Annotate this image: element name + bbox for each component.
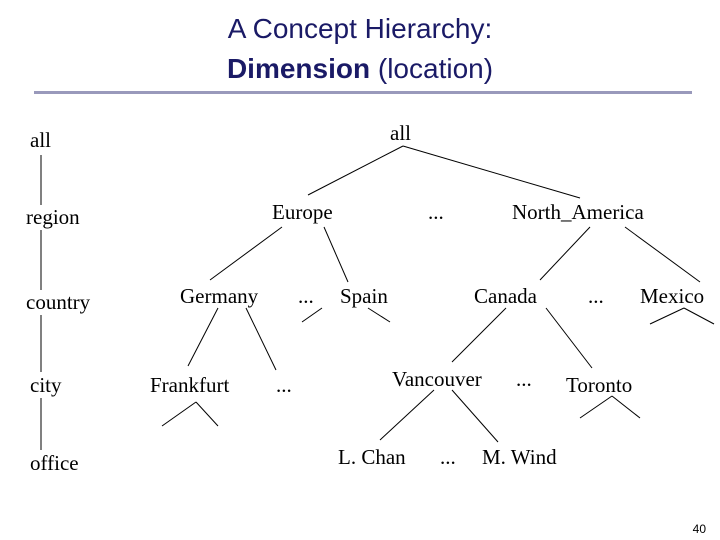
node-region-ellipsis: ... xyxy=(428,200,444,224)
node-vancouver: Vancouver xyxy=(392,367,482,391)
title-bold: Dimension xyxy=(226,53,371,84)
level-office: office xyxy=(30,451,79,475)
edge-all-north-america xyxy=(402,145,581,199)
node-europe: Europe xyxy=(272,200,333,224)
node-toronto: Toronto xyxy=(566,373,632,397)
edge-toronto-right xyxy=(611,395,641,419)
node-frankfurt: Frankfurt xyxy=(150,373,229,397)
page-number: 40 xyxy=(692,522,706,536)
edge-frankfurt-right xyxy=(195,401,219,427)
tree-edges xyxy=(161,145,715,443)
edge-frankfurt-left xyxy=(161,401,197,427)
node-mexico: Mexico xyxy=(640,284,704,308)
edge-spain-left xyxy=(301,307,323,323)
level-country: country xyxy=(26,290,91,314)
edge-na-mexico xyxy=(624,226,701,283)
edge-germany-ellipsis xyxy=(245,307,277,371)
title-underline xyxy=(34,91,692,94)
title-line-1: A Concept Hierarchy: xyxy=(227,13,493,44)
title-rest: (location) xyxy=(370,53,494,84)
node-all: all xyxy=(390,121,411,145)
node-m-wind: M. Wind xyxy=(482,445,557,469)
node-na-ellipsis: ... xyxy=(588,284,604,308)
edge-spain-right xyxy=(367,307,391,323)
node-north-america: North_America xyxy=(512,200,644,224)
edge-all-europe xyxy=(307,145,404,196)
edge-mexico-right xyxy=(683,307,715,325)
level-all: all xyxy=(30,128,51,152)
edge-canada-toronto xyxy=(545,307,593,369)
level-city: city xyxy=(30,373,62,397)
node-canada: Canada xyxy=(474,284,538,308)
node-spain: Spain xyxy=(340,284,388,308)
edge-europe-germany xyxy=(209,226,283,281)
edge-toronto-left xyxy=(579,395,613,419)
node-l-chan: L. Chan xyxy=(338,445,406,469)
node-germany: Germany xyxy=(180,284,259,308)
node-office-ellipsis: ... xyxy=(440,445,456,469)
level-region: region xyxy=(26,205,80,229)
edge-europe-spain xyxy=(323,226,349,283)
node-city-ellipsis: ... xyxy=(276,373,292,397)
edge-vancouver-lchan xyxy=(379,389,435,441)
edge-germany-frankfurt xyxy=(187,307,219,367)
edge-vancouver-mwind xyxy=(451,389,499,443)
edge-mexico-left xyxy=(649,307,685,325)
node-country-ellipsis: ... xyxy=(298,284,314,308)
edge-canada-vancouver xyxy=(451,307,507,363)
edge-na-canada xyxy=(539,226,591,281)
node-vancouver-ellipsis: ... xyxy=(516,367,532,391)
title-line-2: Dimension (location) xyxy=(0,52,720,86)
